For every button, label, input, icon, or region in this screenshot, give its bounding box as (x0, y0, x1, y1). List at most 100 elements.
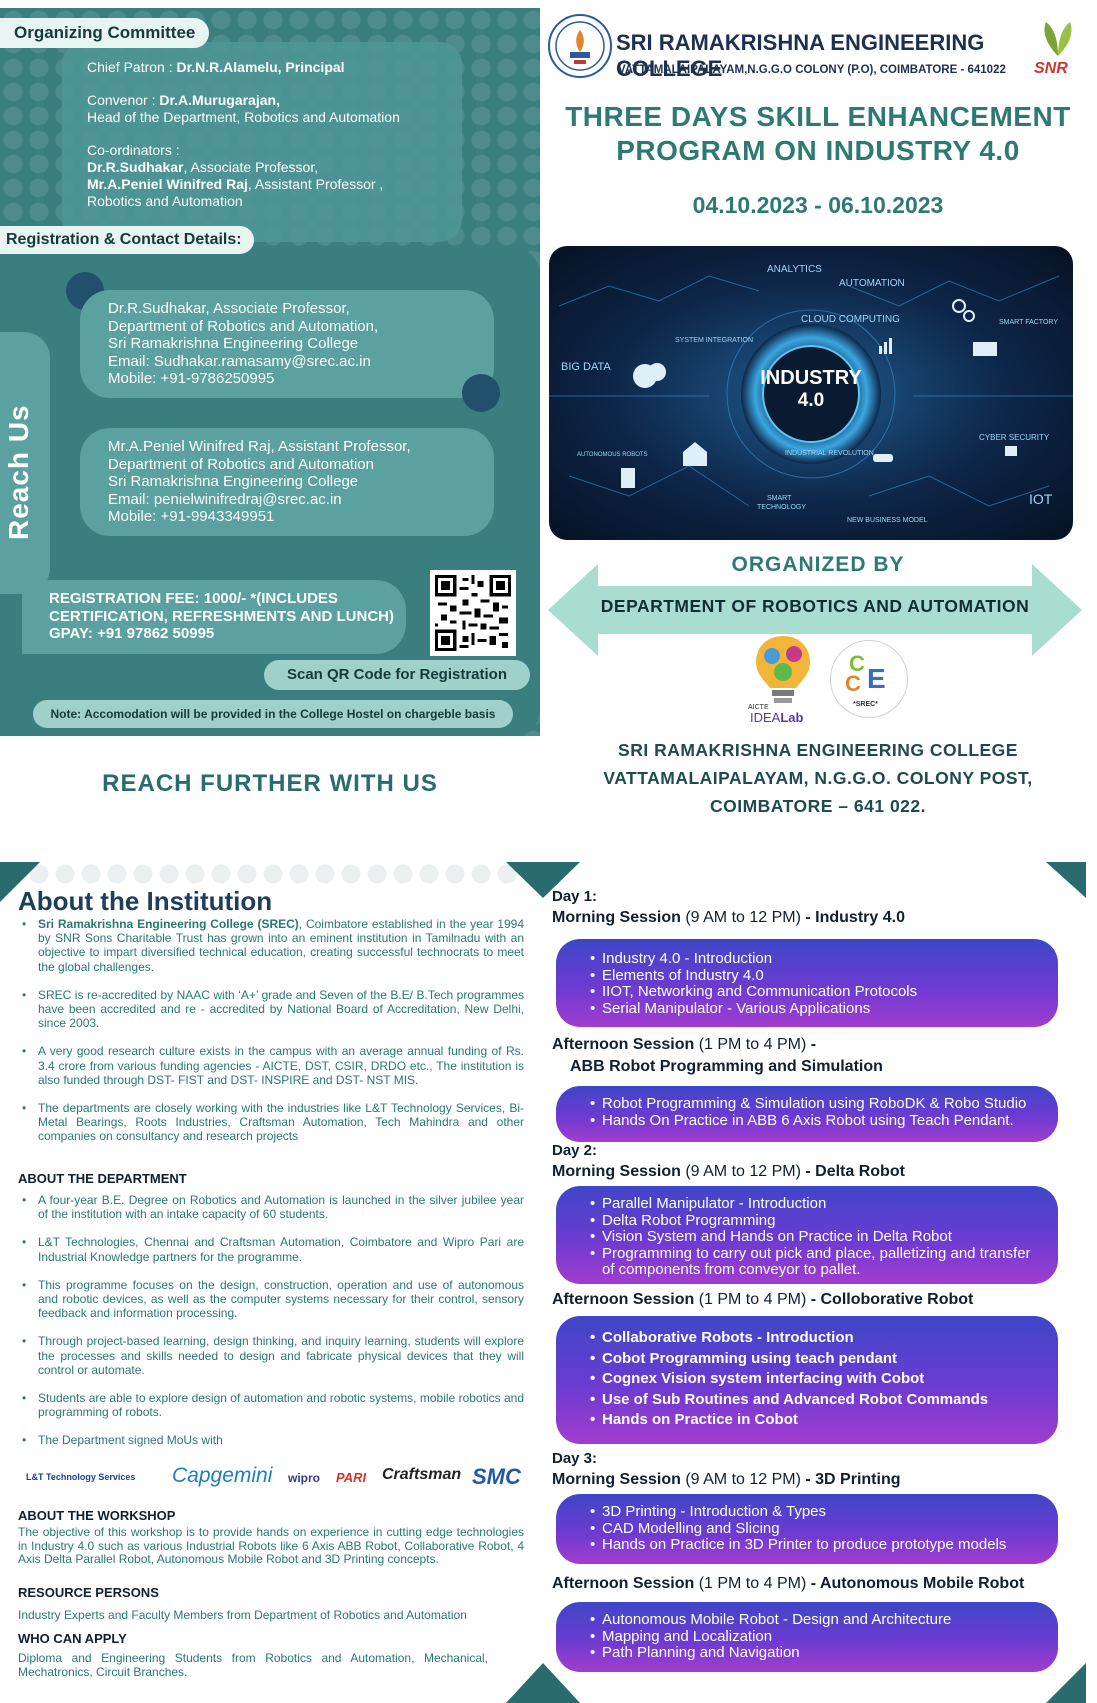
list-item: Serial Manipulator - Various Application… (590, 1000, 1038, 1018)
coordinators: Co-ordinators : Dr.R.Sudhakar, Associate… (87, 142, 384, 209)
program-dates: 04.10.2023 - 06.10.2023 (692, 192, 944, 218)
who-can-apply-heading: WHO CAN APPLY (18, 1631, 127, 1646)
list-item: Programming to carry out pick and place,… (590, 1245, 1038, 1279)
reach-us-label: Reach Us (3, 404, 34, 540)
label-big-data: BIG DATA (561, 361, 611, 373)
resource-persons-text: Industry Experts and Faculty Members fro… (18, 1608, 467, 1622)
day-2-morning-label: Morning Session (9 AM to 12 PM) - Delta … (552, 1163, 905, 1180)
list-item: Collaborative Robots - Introduction (590, 1328, 1038, 1349)
idea-lab-label: IDEALab (750, 710, 804, 725)
cce-logo: C C E *SREC* (830, 640, 908, 718)
list-item: Mapping and Localization (590, 1628, 1038, 1646)
server-icon (621, 468, 635, 488)
partner-pari: PARI (336, 1470, 367, 1485)
list-item: Sri Ramakrishna Engineering College (SRE… (22, 917, 524, 974)
label-revolution: INDUSTRIAL REVOLUTION (785, 450, 874, 457)
list-item: Robot Programming & Simulation using Rob… (590, 1095, 1038, 1113)
list-item: CAD Modelling and Slicing (590, 1520, 1038, 1538)
gear-icon (952, 299, 966, 313)
lock-icon (1005, 446, 1017, 456)
list-item: Autonomous Mobile Robot - Design and Arc… (590, 1611, 1038, 1629)
partner-lt: L&T Technology Services (26, 1472, 136, 1482)
about-department-heading: ABOUT THE DEPARTMENT (18, 1171, 187, 1186)
department-points: A four-year B.E. Degree on Robotics and … (22, 1193, 524, 1462)
list-item: This programme focuses on the design, co… (22, 1278, 524, 1321)
list-item: Parallel Manipulator - Introduction (590, 1195, 1038, 1213)
snr-leaf-icon (1044, 22, 1072, 56)
registration-qr-code[interactable] (430, 570, 516, 656)
day-1-afternoon-topic: ABB Robot Programming and Simulation (570, 1058, 883, 1075)
list-item: A very good research culture exists in t… (22, 1044, 524, 1087)
list-item: Use of Sub Routines and Advanced Robot C… (590, 1390, 1038, 1411)
list-item: Students are able to explore design of a… (22, 1391, 524, 1419)
snr-logo-text: SNR (1034, 60, 1068, 77)
reach-us-tab (0, 332, 50, 594)
contact-card-sudhakar: Dr.R.Sudhakar, Associate Professor, Depa… (80, 290, 494, 398)
program-title: THREE DAYS SKILL ENHANCEMENT PROGRAM ON … (565, 101, 1071, 166)
list-item: The Department signed MoUs with (22, 1433, 524, 1447)
list-item: Through project-based learning, design t… (22, 1334, 524, 1377)
partner-capgemini: Capgemini (172, 1464, 273, 1487)
bar-chart-icon (879, 346, 882, 354)
partner-smc: SMC (472, 1464, 521, 1489)
list-item: SREC is re-accredited by NAAC with ‘A+’ … (22, 988, 524, 1031)
label-analytics: ANALYTICS (767, 264, 822, 275)
resource-persons-heading: RESOURCE PERSONS (18, 1585, 159, 1600)
committee-heading: Organizing Committee (0, 18, 210, 48)
corner-triangle (506, 1663, 580, 1703)
list-item: Hands on Practice in 3D Printer to produ… (590, 1536, 1038, 1554)
list-item: Elements of Industry 4.0 (590, 967, 1038, 985)
label-smart-2: TECHNOLOGY (757, 504, 806, 511)
corner-triangle (1046, 1663, 1086, 1703)
label-iot: IOT (1029, 491, 1053, 507)
email-link-peniel[interactable]: Email: penielwinifredraj@srec.ac.in (108, 490, 342, 508)
about-workshop-text: The objective of this workshop is to pro… (18, 1525, 524, 1566)
contact-card-peniel: Mr.A.Peniel Winifred Raj, Assistant Prof… (80, 428, 494, 536)
home-icon (683, 442, 707, 466)
partner-craftsman: Craftsman (382, 1466, 462, 1483)
list-item: 3D Printing - Introduction & Types (590, 1503, 1038, 1521)
committee-block (62, 42, 462, 242)
industry-center-version: 4.0 (798, 390, 824, 411)
list-item: A four-year B.E. Degree on Robotics and … (22, 1193, 524, 1221)
day-2-morning-card: Parallel Manipulator - Introduction Delt… (556, 1186, 1058, 1284)
about-workshop-heading: ABOUT THE WORKSHOP (18, 1508, 176, 1523)
email-link-sudhakar[interactable]: Email: Sudhakar.ramasamy@srec.ac.in (108, 352, 371, 370)
day-3-morning-card: 3D Printing - Introduction & Types CAD M… (556, 1494, 1058, 1564)
list-item: IIOT, Networking and Communication Proto… (590, 983, 1038, 1001)
day-3-afternoon-label: Afternoon Session (1 PM to 4 PM) - Auton… (552, 1575, 1025, 1592)
day-1-afternoon-label: Afternoon Session (1 PM to 4 PM) - (552, 1036, 817, 1053)
aicte-idea-lab-logo: AICTE IDEALab (748, 632, 818, 725)
registration-heading: Registration & Contact Details: (0, 226, 254, 254)
list-item: Industry 4.0 - Introduction (590, 950, 1038, 968)
college-header: SRI RAMAKRISHNA ENGINEERING COLLEGE VATT… (548, 14, 1088, 84)
label-cyber: CYBER SECURITY (979, 433, 1050, 442)
industry-center-title: INDUSTRY (760, 367, 862, 389)
list-item: The departments are closely working with… (22, 1101, 524, 1144)
list-item: Cobot Programming using teach pendant (590, 1349, 1038, 1370)
list-item: Cognex Vision system interfacing with Co… (590, 1369, 1038, 1390)
scan-qr-label: Scan QR Code for Registration (264, 660, 530, 690)
day-1-morning-label: Morning Session (9 AM to 12 PM) - Indust… (552, 909, 905, 926)
list-item: Delta Robot Programming (590, 1212, 1038, 1230)
aicte-label: AICTE (748, 704, 769, 711)
label-cloud: CLOUD COMPUTING (801, 314, 900, 325)
day-3-label: Day 3: (552, 1450, 598, 1467)
label-autonomous: AUTONOMOUS ROBOTS (577, 452, 648, 458)
reach-further-tagline: REACH FURTHER WITH US (102, 770, 438, 797)
organized-arrow-banner (548, 564, 1082, 656)
mou-partner-logos: L&T Technology Services Capgemini wipro … (26, 1462, 526, 1494)
accommodation-note: Note: Accomodation will be provided in t… (33, 700, 513, 728)
registration-fee: REGISTRATION FEE: 1000/- *(INCLUDES CERT… (22, 580, 406, 654)
car-icon (873, 454, 893, 462)
industry-4-illustration: INDUSTRY 4.0 ANALYTICS AUTOMATION CLOUD … (549, 246, 1073, 540)
day-2-label: Day 2: (552, 1142, 598, 1159)
who-can-apply-text: Diploma and Engineering Students from Ro… (18, 1651, 488, 1679)
list-item: Vision System and Hands on Practice in D… (590, 1228, 1038, 1246)
decor-dot (462, 374, 500, 412)
day-1-afternoon-card: Robot Programming & Simulation using Rob… (556, 1086, 1058, 1142)
label-smart-factory: SMART FACTORY (999, 319, 1058, 326)
list-item: Hands on Practice in Cobot (590, 1410, 1038, 1431)
list-item: L&T Technologies, Chennai and Craftsman … (22, 1235, 524, 1263)
day-1-label: Day 1: (552, 888, 598, 905)
